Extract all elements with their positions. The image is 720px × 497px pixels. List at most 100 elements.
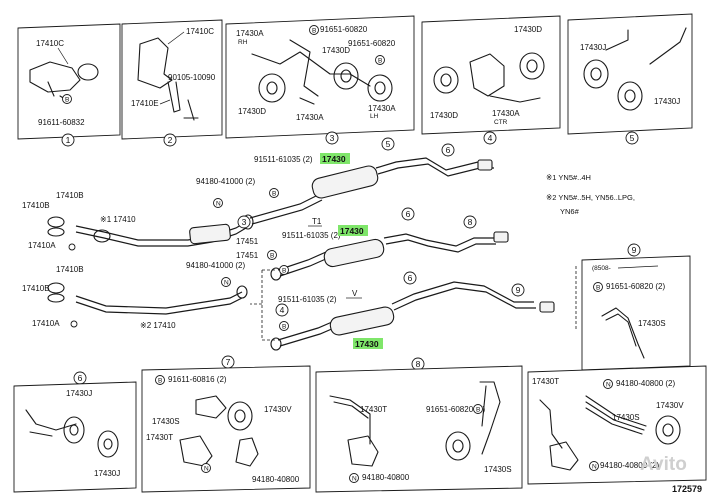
v-muffler [329,306,395,336]
callout-number: 3 [242,217,247,227]
note-2: ※2 YN5#..5H, YN56..LPG, [546,193,635,202]
diagram-number: 172579 [672,484,702,494]
marker-letter: N [592,464,597,471]
highlight-17430-t1: 17430 [338,225,368,236]
part-label: 17430D [322,46,350,55]
part-label: 94180-40800 (2) [600,461,659,470]
detail-box-5: 17430J 17430J 5 [567,13,693,145]
part-label: 94180-41000 (2) [186,261,245,270]
part-label: 17410A [32,319,60,328]
part-label: 17430T [146,433,173,442]
catalytic-converter [189,223,231,245]
front-pipe-lower [47,282,248,315]
route-v [270,281,555,351]
part-label: 91651-60820 (2) [606,282,665,291]
marker-letter: B [596,285,600,292]
marker-letter: B [312,28,316,35]
callout-number: 5 [386,139,391,149]
part-label: 17430D [514,25,542,34]
callout-5-box [625,131,639,145]
highlighted-part-label: 17430 [340,226,364,236]
callout-number: 8 [416,359,421,369]
detail-box-1: 17410C B 91611-60832 1 [17,23,121,147]
detail-box-7: 7 B 91611-60816 (2) 17430S 17430V 17430T… [141,355,311,493]
side-label: LH [370,113,379,120]
part-label: 17430A [368,104,396,113]
part-label: 91651-60820 (2) [426,405,485,414]
bolt-marker [279,265,289,275]
part-label: 17430J [94,469,120,478]
note-1: ※1 YN5#..4H [546,173,591,182]
part-label: 91611-60816 (2) [168,375,227,384]
marker-letter: N [204,466,209,473]
callout-4 [483,131,497,145]
part-label: 17430J [654,97,680,106]
part-label: 17430D [238,107,266,116]
nut-marker [221,277,231,287]
bolt-marker [269,188,279,198]
part-label: 17430A [492,109,520,118]
gasket-marker [68,243,76,251]
part-label: 94180-40800 [252,475,300,484]
marker-letter: B [272,191,276,198]
part-label: 17430A [296,113,324,122]
marker-letter: B [158,378,162,385]
part-label: 17430S [612,413,640,422]
callout-number: 6 [446,145,451,155]
marker-letter: B [282,324,286,331]
part-label: 91511-61035 (2) [254,155,313,164]
detail-box-4: 17430D 17430D 17430A CTR 4 [421,15,561,145]
callout-number: 4 [488,133,493,143]
callout-number: 6 [78,373,83,383]
highlight-17430-v: 17430 [353,338,383,349]
part-label: 17430T [360,405,387,414]
marker-letter: B [282,268,286,275]
main-route-upper [47,157,494,247]
route-label: T1 [312,217,322,226]
callout-number: 5 [630,133,635,143]
part-label: 17430J [580,43,606,52]
part-label: 17410B [56,265,84,274]
part-label: 17410C [186,27,214,36]
highlighted-part-label: 17430 [322,154,346,164]
route-t1 [270,231,509,281]
bolt-marker [309,25,319,35]
part-label: 17430S [484,465,512,474]
part-label: 17430S [152,417,180,426]
detail-box-2: 17410C 90105-10090 17410E 2 [121,19,223,147]
gasket-marker [70,320,78,328]
detail-box-9: 9 (8508- B 91651-60820 (2) 17430S [581,243,691,371]
part-label: 17410E [131,99,159,108]
route-label: ※2 17410 [140,321,176,330]
t1-muffler [323,238,385,268]
callout-number: 3 [330,133,335,143]
marker-letter: B [378,58,382,65]
marker-letter: N [606,382,611,389]
t1-tail-tip [493,231,509,243]
middle-callouts: 5 6 6 8 6 9 4 3 [237,137,525,317]
callout-number: 6 [408,273,413,283]
side-label: RH [238,39,248,46]
callout-number: 9 [516,285,521,295]
route-label: ※1 17410 [100,215,136,224]
applicability-notes: ※1 YN5#..4H ※2 YN5#..5H, YN56..LPG, YN6# [546,173,635,216]
part-label: 17430V [656,401,684,410]
date-range-label: (8508- [592,265,611,272]
callout-number: 8 [468,217,473,227]
callout-1 [61,133,75,147]
part-label: 17410B [22,284,50,293]
part-label: 17430J [66,389,92,398]
marker-letter: N [216,201,221,208]
part-label: 17430T [532,377,559,386]
callout-2 [163,133,177,147]
marker-letter: N [352,476,357,483]
marker-letter: B [476,407,480,414]
part-label: 17410B [22,201,50,210]
side-label: CTR [494,119,508,126]
part-label: 17410B [56,191,84,200]
detail-box-3: 17430A RH B 91651-60820 17430D 91651-608… [225,15,415,145]
part-label: 17451 [236,237,259,246]
tail-pipe-tip [477,159,493,171]
part-label: 90105-10090 [168,73,216,82]
